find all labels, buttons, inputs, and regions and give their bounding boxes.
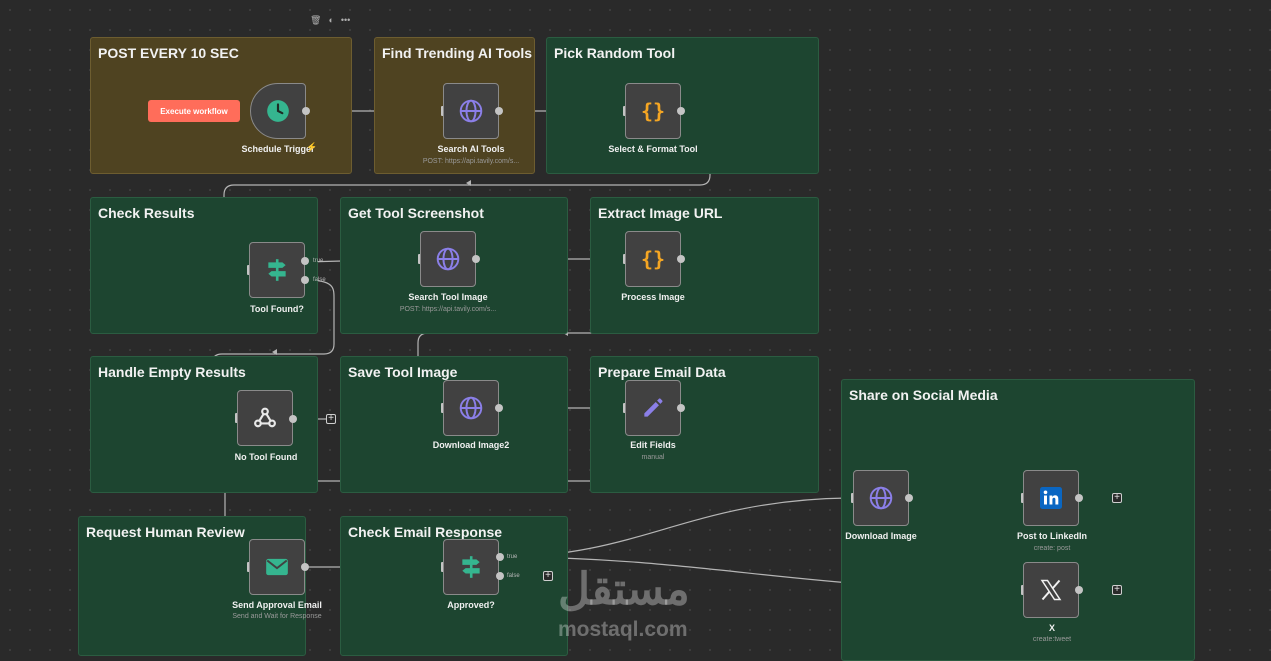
sticky-title: Find Trending AI Tools <box>382 45 533 61</box>
output-port[interactable] <box>301 563 309 571</box>
more-icon[interactable]: ••• <box>340 15 351 25</box>
add-node-button[interactable]: + <box>1112 493 1122 503</box>
x-logo-icon <box>1040 579 1062 601</box>
node-subtitle: create:tweet <box>1032 636 1072 643</box>
sticky-title: Get Tool Screenshot <box>348 205 484 221</box>
node-label: Post to LinkedIn <box>1016 531 1087 541</box>
branch-true-label: true <box>313 258 324 264</box>
output-port[interactable] <box>1075 586 1083 594</box>
sticky-pick-random[interactable]: Pick Random Tool <box>546 37 819 174</box>
node-search-tool-image[interactable] <box>420 231 476 287</box>
node-edit-fields[interactable] <box>625 380 681 436</box>
sticky-title: Request Human Review <box>86 524 245 540</box>
output-port[interactable] <box>1075 494 1083 502</box>
linkedin-icon <box>1040 487 1062 509</box>
sticky-title: Pick Random Tool <box>554 45 676 61</box>
watermark-latin: mostaql.com <box>558 618 688 641</box>
node-label: Download Image <box>845 531 917 541</box>
node-subtitle: POST: https://api.tavily.com/s... <box>422 158 520 165</box>
lightning-icon: ⚡ <box>306 142 318 152</box>
output-port[interactable] <box>472 255 480 263</box>
sticky-title: Prepare Email Data <box>598 364 726 380</box>
add-node-button[interactable]: + <box>1112 585 1122 595</box>
node-label: Schedule Trigger <box>241 144 315 154</box>
output-port-true[interactable] <box>496 553 504 561</box>
node-download-image[interactable] <box>853 470 909 526</box>
node-label: Download Image2 <box>432 440 510 450</box>
node-label: Approved? <box>447 600 495 610</box>
output-port[interactable] <box>905 494 913 502</box>
node-subtitle: manual <box>641 454 665 461</box>
output-port-false[interactable] <box>301 276 309 284</box>
node-tool-found[interactable] <box>249 242 305 298</box>
sticky-title: Check Email Response <box>348 524 503 540</box>
node-label: Process Image <box>621 292 685 302</box>
branch-false-label: false <box>507 573 520 579</box>
code-braces-icon: {} <box>641 99 665 123</box>
node-subtitle: POST: https://api.tavily.com/s... <box>399 306 497 313</box>
node-x[interactable] <box>1023 562 1079 618</box>
output-port[interactable] <box>677 404 685 412</box>
sticky-title: Check Results <box>98 205 195 221</box>
sticky-title: Save Tool Image <box>348 364 458 380</box>
output-port-false[interactable] <box>496 572 504 580</box>
sticky-title: POST EVERY 10 SEC <box>98 45 239 61</box>
branch-true-label: true <box>507 554 518 560</box>
node-subtitle: create: post <box>1033 545 1071 552</box>
node-label: Search Tool Image <box>408 292 488 302</box>
add-node-button[interactable]: + <box>543 571 553 581</box>
node-schedule-trigger[interactable] <box>250 83 306 139</box>
node-process-image[interactable]: {} <box>625 231 681 287</box>
globe-icon <box>869 486 893 510</box>
node-send-approval-email[interactable] <box>249 539 305 595</box>
output-port-true[interactable] <box>301 257 309 265</box>
signpost-icon <box>462 556 480 578</box>
envelope-icon <box>266 558 288 576</box>
watermark-arabic: مستقل <box>558 565 690 614</box>
node-label: No Tool Found <box>234 452 298 462</box>
trash-icon[interactable]: 🗑 <box>310 15 322 25</box>
node-label: Send Approval Email <box>232 600 322 610</box>
node-label: Edit Fields <box>630 440 676 450</box>
globe-icon <box>459 396 483 420</box>
sticky-toolbar: 🗑 ◐ ••• <box>310 15 350 26</box>
sticky-find-trending[interactable]: Find Trending AI Tools <box>374 37 535 174</box>
add-node-button[interactable]: + <box>326 414 336 424</box>
sticky-title: Handle Empty Results <box>98 364 246 380</box>
code-braces-icon: {} <box>641 247 665 271</box>
globe-icon <box>436 247 460 271</box>
node-approved[interactable] <box>443 539 499 595</box>
globe-icon <box>459 99 483 123</box>
node-label: Select & Format Tool <box>608 144 698 154</box>
output-port[interactable] <box>495 404 503 412</box>
clock-icon <box>267 100 289 122</box>
svg-text:{}: {} <box>641 99 665 123</box>
node-search-ai-tools[interactable] <box>443 83 499 139</box>
sticky-title: Extract Image URL <box>598 205 723 221</box>
sticky-title: Share on Social Media <box>849 387 998 403</box>
output-port[interactable] <box>495 107 503 115</box>
node-download-image2[interactable] <box>443 380 499 436</box>
svg-text:{}: {} <box>641 247 665 271</box>
webhook-icon <box>254 407 276 428</box>
node-label: Search AI Tools <box>437 144 505 154</box>
node-subtitle: Send and Wait for Response <box>232 613 322 620</box>
output-port[interactable] <box>302 107 310 115</box>
node-no-tool-found[interactable] <box>237 390 293 446</box>
output-port[interactable] <box>289 415 297 423</box>
node-label: Tool Found? <box>250 304 304 314</box>
palette-icon[interactable]: ◐ <box>328 15 334 25</box>
node-post-to-linkedin[interactable] <box>1023 470 1079 526</box>
branch-false-label: false <box>313 277 326 283</box>
node-label: X <box>1048 623 1055 633</box>
output-port[interactable] <box>677 107 685 115</box>
pencil-icon <box>644 398 663 417</box>
node-select-format-tool[interactable]: {} <box>625 83 681 139</box>
output-port[interactable] <box>677 255 685 263</box>
execute-workflow-button[interactable]: Execute workflow <box>148 100 240 122</box>
signpost-icon <box>268 259 286 281</box>
